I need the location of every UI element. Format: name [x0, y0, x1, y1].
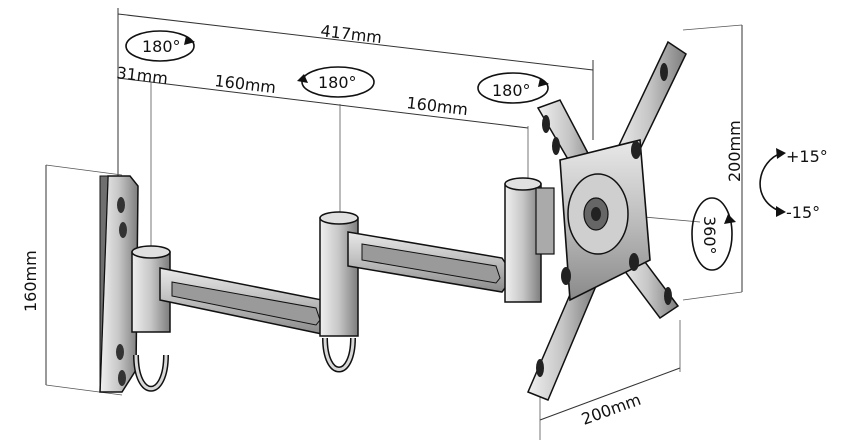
dim-arm2-length: 160mm: [406, 93, 470, 119]
arm-segment-1: [159, 267, 335, 335]
dim-wall-offset: 31mm: [116, 63, 169, 88]
tilt-label-down: -15°: [786, 203, 820, 222]
rotation-arrow-screen: [691, 197, 736, 271]
dim-plate-height: 160mm: [21, 250, 40, 312]
rotation-arrow-head: [477, 72, 549, 104]
rotation-label-screen: 360°: [700, 216, 719, 255]
wall-pivot: [131, 245, 171, 392]
rotation-label-middle: 180°: [318, 73, 357, 92]
tilt-arrow: [759, 148, 786, 217]
dim-arm1-length: 160mm: [214, 71, 278, 97]
vesa-plate: [527, 40, 687, 401]
dim-overall-width: 417mm: [320, 21, 384, 47]
rotation-label-wall: 180°: [142, 37, 181, 56]
dimension-lines: [45, 8, 743, 440]
rotation-label-head: 180°: [492, 81, 531, 100]
dim-vesa-width: 200mm: [579, 390, 643, 429]
tilt-label-up: +15°: [786, 147, 828, 166]
arm-segment-2: [347, 231, 515, 293]
wall-plate: [99, 175, 139, 393]
rotation-arrow-middle: [297, 66, 375, 98]
head-pivot: [504, 177, 555, 303]
rotation-arrow-wall: [125, 30, 195, 62]
dim-vesa-height: 200mm: [725, 120, 744, 182]
